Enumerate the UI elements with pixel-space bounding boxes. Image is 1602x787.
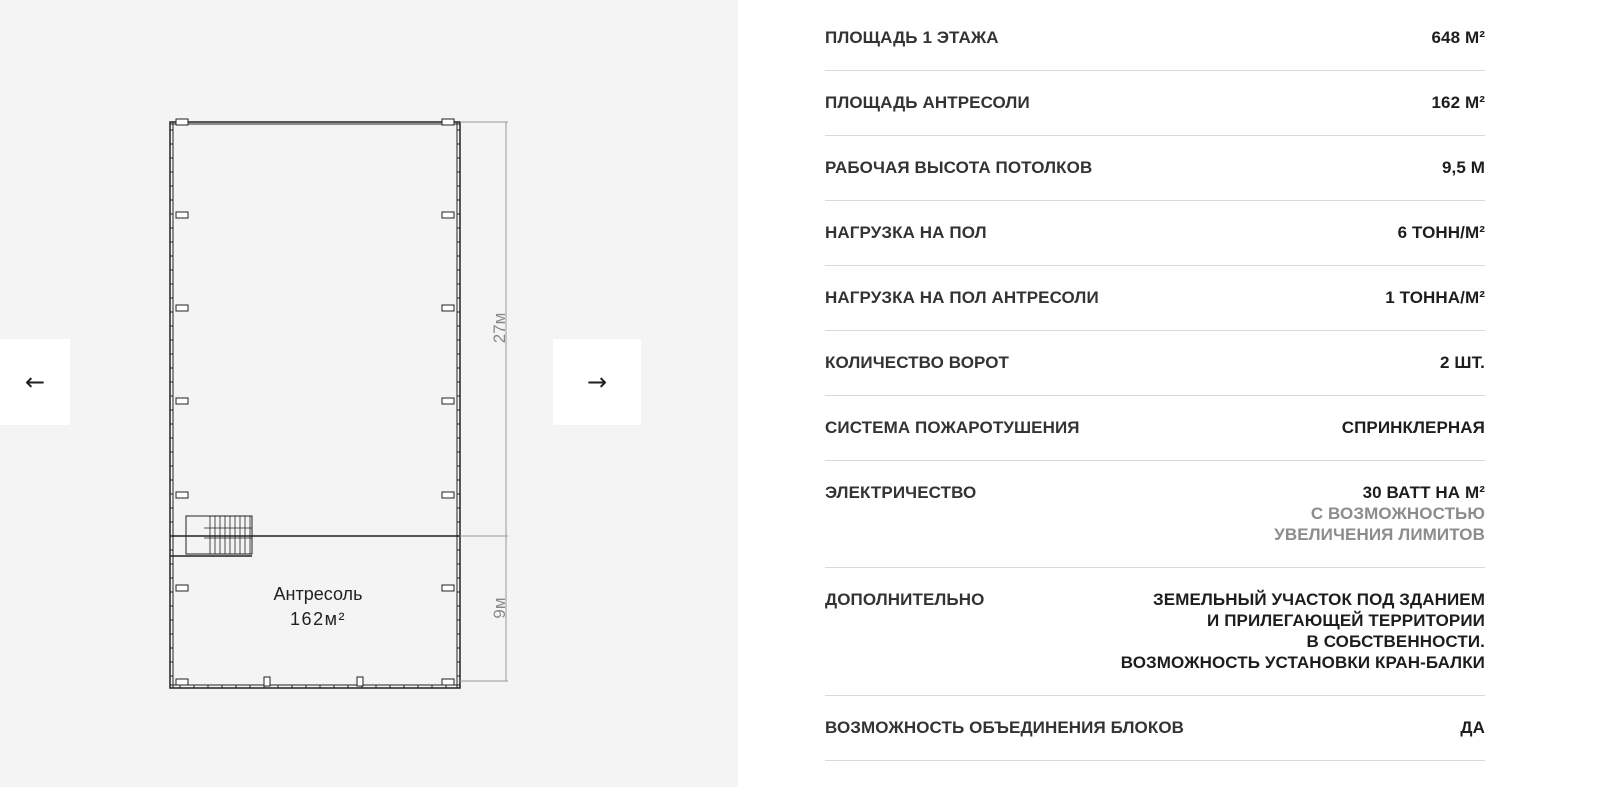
spec-value: 1 ТОННА/М² bbox=[1385, 287, 1485, 308]
spec-label: ДОПОЛНИТЕЛЬНО bbox=[825, 590, 985, 609]
spec-value: ЗЕМЕЛЬНЫЙ УЧАСТОК ПОД ЗДАНИЕМ И ПРИЛЕГАЮЩ… bbox=[1121, 589, 1485, 673]
spec-row: КОЛИЧЕСТВО ВОРОТ 2 ШТ. bbox=[825, 331, 1485, 396]
floor-plan-image: 27м 9м Антресоль 162м² bbox=[169, 118, 509, 689]
spec-row: ПЛОЩАДЬ 1 ЭТАЖА 648 М² bbox=[825, 6, 1485, 71]
spec-row: НАГРУЗКА НА ПОЛ АНТРЕСОЛИ 1 ТОННА/М² bbox=[825, 266, 1485, 331]
spec-row: ДОПОЛНИТЕЛЬНО ЗЕМЕЛЬНЫЙ УЧАСТОК ПОД ЗДАНИ… bbox=[825, 568, 1485, 696]
spec-value-line: И ПРИЛЕГАЮЩЕЙ ТЕРРИТОРИИ bbox=[1207, 611, 1485, 630]
spec-value: 6 ТОНН/М² bbox=[1398, 222, 1485, 243]
spec-row: ВОЗМОЖНОСТЬ ОБЪЕДИНЕНИЯ БЛОКОВ ДА bbox=[825, 696, 1485, 761]
spec-value-line: ДА bbox=[1460, 718, 1485, 737]
spec-value: 162 М² bbox=[1431, 92, 1485, 113]
spec-value-line: 648 М² bbox=[1431, 28, 1485, 47]
mezzanine-label: Антресоль bbox=[274, 584, 363, 604]
spec-value-line: 9,5 М bbox=[1441, 158, 1485, 177]
spec-value-note: УВЕЛИЧЕНИЯ ЛИМИТОВ bbox=[1274, 525, 1485, 544]
floor-plan-gallery: 27м 9м Антресоль 162м² ← → bbox=[0, 0, 738, 787]
spec-label: НАГРУЗКА НА ПОЛ bbox=[825, 223, 987, 242]
spec-label: ПЛОЩАДЬ 1 ЭТАЖА bbox=[825, 28, 999, 47]
next-slide-button[interactable]: → bbox=[553, 339, 641, 425]
arrow-right-icon: → bbox=[586, 368, 608, 396]
arrow-left-icon: ← bbox=[24, 368, 46, 396]
specifications-list: ПЛОЩАДЬ 1 ЭТАЖА 648 М² ПЛОЩАДЬ АНТРЕСОЛИ 16… bbox=[825, 6, 1485, 761]
spec-value-line: ЗЕМЕЛЬНЫЙ УЧАСТОК ПОД ЗДАНИЕМ bbox=[1153, 590, 1485, 609]
spec-value: 2 ШТ. bbox=[1440, 352, 1485, 373]
spec-row: ЭЛЕКТРИЧЕСТВО 30 ВАТТ НА М² С ВОЗМОЖНОСТЬЮ… bbox=[825, 461, 1485, 568]
spec-value: 30 ВАТТ НА М² С ВОЗМОЖНОСТЬЮ УВЕЛИЧЕНИЯ ЛИ… bbox=[1274, 482, 1485, 545]
spec-row: ПЛОЩАДЬ АНТРЕСОЛИ 162 М² bbox=[825, 71, 1485, 136]
spec-value-line: В СОБСТВЕННОСТИ. bbox=[1306, 632, 1485, 651]
spec-value-line: 30 ВАТТ НА М² bbox=[1362, 483, 1485, 502]
spec-label: НАГРУЗКА НА ПОЛ АНТРЕСОЛИ bbox=[825, 288, 1099, 307]
spec-row: СИСТЕМА ПОЖАРОТУШЕНИЯ СПРИНКЛЕРНАЯ bbox=[825, 396, 1485, 461]
dimension-main-label: 27м bbox=[490, 313, 509, 344]
spec-row: РАБОЧАЯ ВЫСОТА ПОТОЛКОВ 9,5 М bbox=[825, 136, 1485, 201]
spec-value-line: ВОЗМОЖНОСТЬ УСТАНОВКИ КРАН-БАЛКИ bbox=[1120, 653, 1485, 672]
spec-value: 648 М² bbox=[1431, 27, 1485, 48]
spec-value-line: 162 М² bbox=[1431, 93, 1485, 112]
spec-value: ДА bbox=[1460, 717, 1485, 738]
spec-value-line: 6 ТОНН/М² bbox=[1397, 223, 1485, 242]
spec-value-line: СПРИНКЛЕРНАЯ bbox=[1341, 418, 1485, 437]
spec-label: ЭЛЕКТРИЧЕСТВО bbox=[825, 483, 977, 502]
previous-slide-button[interactable]: ← bbox=[0, 339, 70, 425]
dimension-mezzanine-label: 9м bbox=[490, 597, 509, 618]
spec-label: РАБОЧАЯ ВЫСОТА ПОТОЛКОВ bbox=[825, 158, 1093, 177]
spec-label: ВОЗМОЖНОСТЬ ОБЪЕДИНЕНИЯ БЛОКОВ bbox=[825, 718, 1185, 737]
spec-value-line: 2 ШТ. bbox=[1440, 353, 1485, 372]
spec-label: СИСТЕМА ПОЖАРОТУШЕНИЯ bbox=[825, 418, 1080, 437]
spec-row: НАГРУЗКА НА ПОЛ 6 ТОНН/М² bbox=[825, 201, 1485, 266]
mezzanine-area: 162м² bbox=[290, 609, 346, 629]
spec-label: КОЛИЧЕСТВО ВОРОТ bbox=[825, 353, 1010, 372]
spec-label: ПЛОЩАДЬ АНТРЕСОЛИ bbox=[825, 93, 1030, 112]
spec-value: 9,5 М bbox=[1442, 157, 1485, 178]
spec-value: СПРИНКЛЕРНАЯ bbox=[1342, 417, 1485, 438]
spec-value-note: С ВОЗМОЖНОСТЬЮ bbox=[1310, 504, 1485, 523]
spec-value-line: 1 ТОННА/М² bbox=[1385, 288, 1485, 307]
